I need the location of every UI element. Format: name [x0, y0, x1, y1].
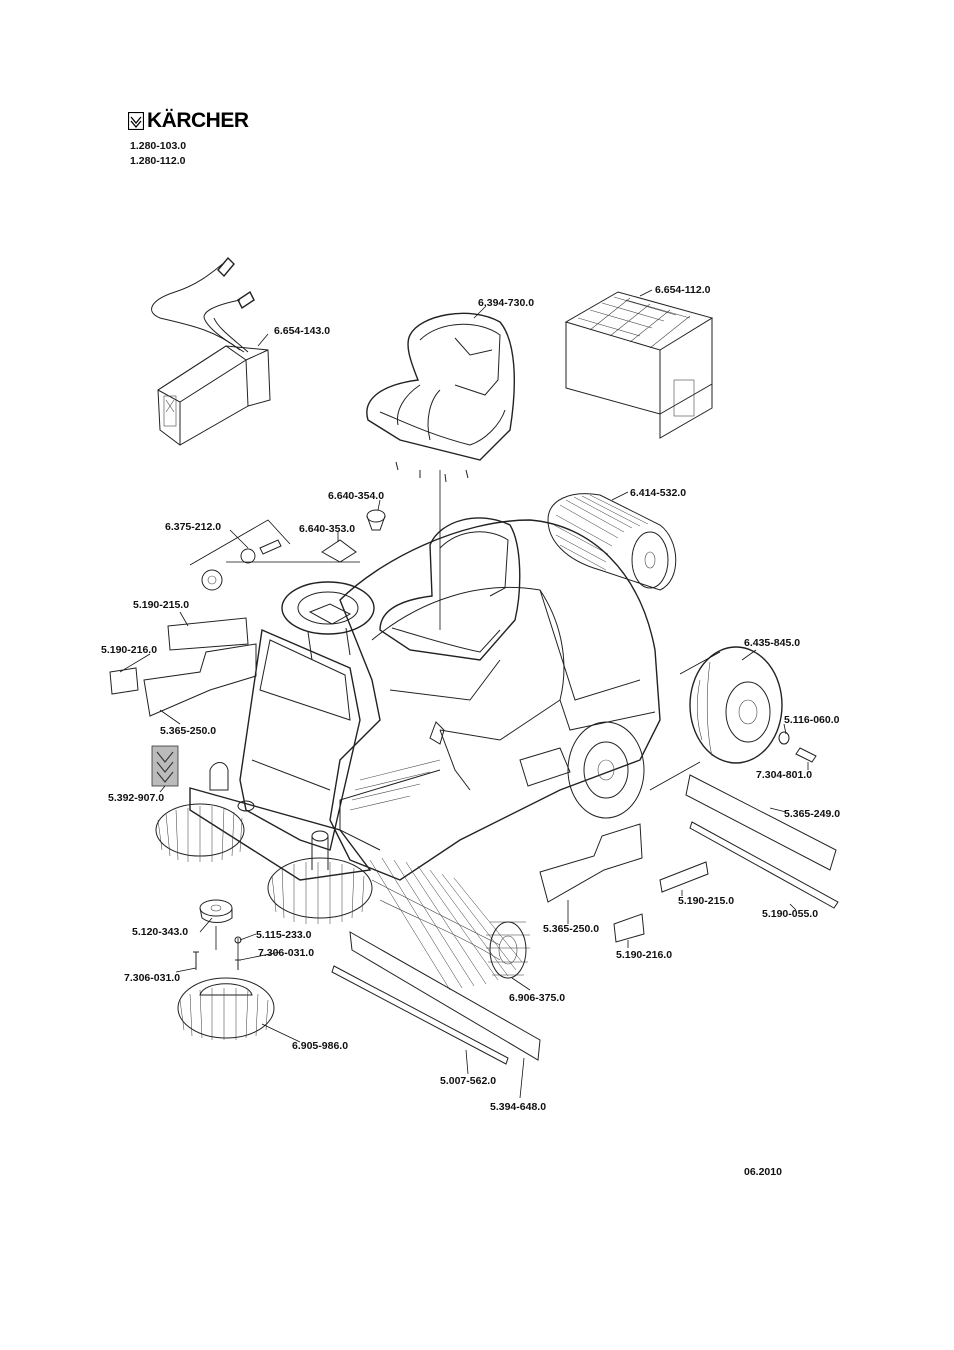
roller-brush	[369, 857, 530, 991]
model-number-1: 1.280-103.0	[130, 140, 187, 152]
brand-logo: KÄRCHER	[128, 109, 249, 132]
part-label-roller-brush: 6.906-375.0	[509, 992, 565, 1004]
part-label-charger: 6.654-143.0	[274, 325, 330, 337]
battery-part	[564, 291, 714, 439]
part-label-strip-front: 5.007-562.0	[440, 1075, 496, 1087]
part-label-flap-right-long: 5.365-249.0	[784, 808, 840, 820]
part-label-strip-right-long: 5.190-055.0	[762, 908, 818, 920]
part-label-bolt: 5.115-233.0	[256, 929, 312, 941]
karcher-emblem-icon	[128, 112, 144, 130]
revision-date: 06.2010	[744, 1166, 782, 1178]
part-label-strip-right-2: 5.190-216.0	[616, 949, 672, 961]
part-label-hub: 5.120-343.0	[132, 926, 188, 938]
part-label-flap-front: 5.394-648.0	[490, 1101, 546, 1113]
part-label-strip-left-2: 5.190-216.0	[101, 644, 157, 656]
part-label-screw-a: 7.306-031.0	[258, 947, 314, 959]
sweeper-machine	[189, 517, 661, 881]
part-label-knob: 6.640-354.0	[328, 490, 384, 502]
part-label-seat: 6.394-730.0	[478, 297, 534, 309]
part-label-side-brush: 6.905-986.0	[292, 1040, 348, 1052]
part-label-strip-left-1: 5.190-215.0	[133, 599, 189, 611]
leader-lines	[119, 289, 809, 1099]
side-brushes	[155, 803, 373, 924]
part-label-strip-right-1: 5.190-215.0	[678, 895, 734, 907]
part-label-lever-knob: 6.640-353.0	[299, 523, 355, 535]
battery-charger	[151, 256, 271, 446]
part-number-labels: 6.654-143.0 6.394-730.0 6.654-112.0 6.64…	[101, 284, 840, 1113]
part-label-flap-left: 5.365-250.0	[160, 725, 216, 737]
part-label-rear-wheel: 6.435-845.0	[744, 637, 800, 649]
flaps-and-strips	[109, 617, 839, 1065]
rear-wheel	[649, 646, 817, 791]
brand-logo-text: KÄRCHER	[147, 109, 249, 132]
part-label-main-broom: 6.414-532.0	[630, 487, 686, 499]
part-label-washer: 5.116-060.0	[784, 714, 840, 726]
part-label-label: 5.392-907.0	[108, 792, 164, 804]
part-label-screw-b: 7.306-031.0	[124, 972, 180, 984]
part-label-flap-right: 5.365-250.0	[543, 923, 599, 935]
side-brush-exploded	[177, 899, 275, 1040]
model-number-2: 1.280-112.0	[130, 155, 186, 167]
part-label-key-switch: 6.375-212.0	[165, 521, 221, 533]
control-knobs	[189, 509, 386, 591]
part-label-screw-wheel: 7.304-801.0	[756, 769, 812, 781]
main-broom-roller	[547, 493, 677, 591]
part-label-battery: 6.654-112.0	[655, 284, 711, 296]
seat-part	[366, 312, 516, 483]
